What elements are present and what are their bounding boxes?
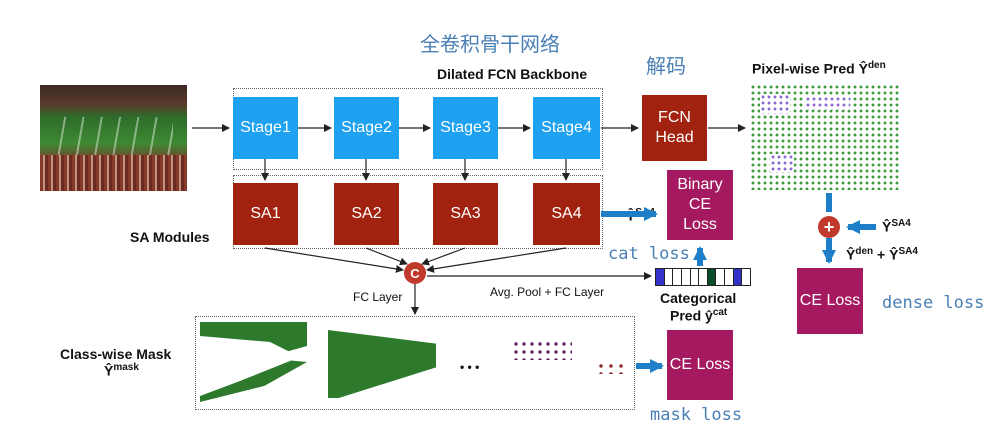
sa1-box: SA1 (233, 183, 298, 245)
cat-cell (690, 269, 700, 285)
sa3-box: SA3 (433, 183, 498, 245)
cat-cell (699, 269, 708, 285)
arrow-sa1-to-concat (264, 247, 404, 273)
mask-ellipsis: • • • (460, 360, 480, 374)
decode-label-cn: 解码 (646, 54, 686, 78)
mask-thumb-4-dots (596, 362, 626, 374)
mask-ce-loss-box: CE Loss (667, 330, 733, 400)
arrow-sa3-to-concat (421, 247, 466, 266)
stage2-box: Stage2 (334, 97, 399, 159)
pixel-pred-purple-region-3 (770, 154, 794, 172)
cat-loss-label: cat loss (608, 244, 690, 264)
pixel-pred-grid (750, 84, 900, 190)
sa4-box: SA4 (533, 183, 600, 245)
mask-loss-label: mask loss (650, 405, 743, 425)
dense-loss-label: dense loss (882, 293, 985, 313)
input-image (40, 85, 187, 191)
sa2-box: SA2 (334, 183, 399, 245)
fcn-head-label: FCN Head (655, 109, 694, 146)
cat-cell (664, 269, 674, 285)
stage4-box: Stage4 (533, 97, 600, 159)
sum-label: Ŷden + ŶSA4 (846, 246, 918, 263)
categorical-pred-bar (655, 268, 751, 286)
stage1-box: Stage1 (233, 97, 298, 159)
mask-ce-loss-label: CE Loss (669, 356, 731, 373)
pixel-pred-purple-region-2 (805, 96, 850, 110)
class-mask-label-1: Class-wise Mask (60, 346, 172, 362)
fc-layer-label: FC Layer (353, 290, 403, 304)
mask-container (195, 316, 635, 410)
dense-ce-loss-label: CE Loss (799, 292, 861, 309)
categorical-pred-label-1: Categorical (660, 290, 737, 306)
pixel-pred-purple-region-1 (760, 94, 790, 114)
backbone-title-cn: 全卷积骨干网络 (420, 32, 560, 56)
cat-cell (716, 269, 726, 285)
cat-cell (725, 269, 734, 285)
arrow-sa4-to-concat (426, 247, 567, 273)
arrow-sa2-to-concat (365, 247, 408, 266)
mask-thumb-3-dots (512, 340, 572, 360)
pixel-pred-label: Pixel-wise Pred Ŷden (752, 60, 886, 77)
fcn-head-box: FCN Head (642, 95, 707, 161)
stage3-box: Stage3 (433, 97, 498, 159)
cat-cell (656, 269, 665, 285)
concat-symbol: C (410, 265, 420, 281)
cat-cell (707, 269, 717, 285)
categorical-pred-label-2: Pred ŷcat (670, 307, 728, 324)
field-lines (48, 117, 173, 157)
plus-node: + (818, 216, 840, 238)
cat-cell (733, 269, 743, 285)
cat-cell (673, 269, 682, 285)
binary-ce-loss-box: Binary CE Loss (667, 170, 733, 240)
cat-cell (681, 269, 691, 285)
plus-symbol: + (823, 217, 835, 237)
right-y-sa4-label: ŶSA4 (882, 218, 911, 235)
crowd (40, 155, 187, 191)
backbone-label: Dilated FCN Backbone (437, 66, 588, 82)
class-mask-label-2: Ŷmask (104, 362, 139, 379)
concat-node: C (404, 262, 426, 284)
dense-ce-loss-box: CE Loss (797, 268, 863, 334)
cat-cell (742, 269, 751, 285)
binary-ce-loss-label: Binary CE Loss (677, 176, 723, 233)
sa-modules-label: SA Modules (130, 229, 210, 245)
avg-pool-label: Avg. Pool + FC Layer (490, 285, 605, 299)
